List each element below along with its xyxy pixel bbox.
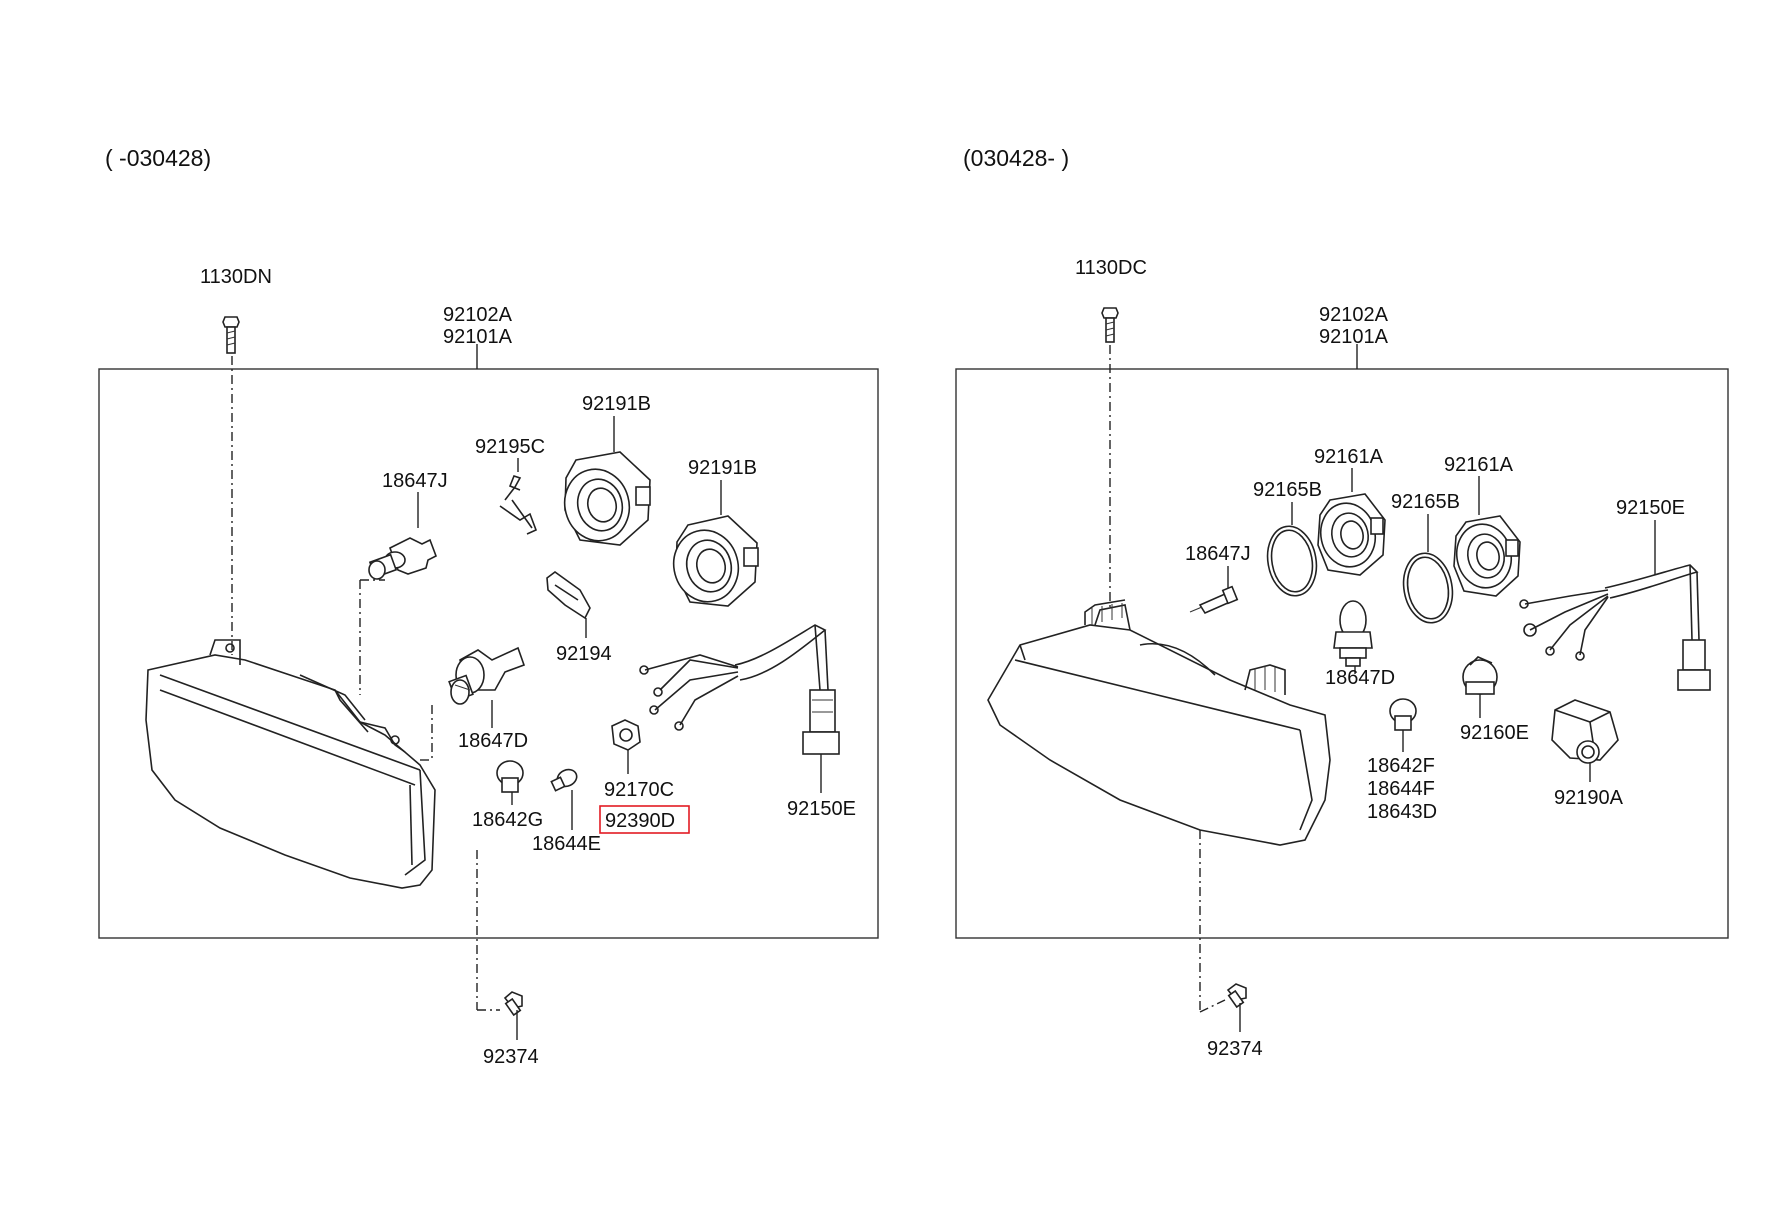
- left-label-1130DN[interactable]: 1130DN: [200, 266, 272, 288]
- left-label-92195C[interactable]: 92195C: [475, 436, 545, 458]
- right-headlamp-housing: [987, 599, 1331, 846]
- right-panel: (030428- ) 92102A 92101A 1130DC: [955, 145, 1729, 1060]
- bulb-icon: [1389, 698, 1417, 731]
- right-panel-title: (030428- ): [963, 145, 1069, 171]
- screw-icon: [503, 991, 523, 1017]
- lamp-socket-icon: [1453, 515, 1521, 597]
- right-label-18642F[interactable]: 18642F: [1367, 755, 1435, 777]
- bulb-icon: [1189, 585, 1239, 615]
- left-label-92170C[interactable]: 92170C: [604, 779, 674, 801]
- bulb-icon: [496, 760, 524, 793]
- clip-icon: [546, 571, 591, 620]
- o-ring-icon: [1402, 552, 1454, 624]
- right-label-1130DC[interactable]: 1130DC: [1075, 257, 1147, 279]
- left-label-18642G[interactable]: 18642G: [472, 809, 543, 831]
- screw-icon: [1226, 983, 1247, 1009]
- left-panel: ( -030428) 92102A 92101A 1130DN: [98, 145, 879, 1068]
- left-label-92191B-1[interactable]: 92191B: [582, 393, 651, 415]
- right-label-92190A[interactable]: 92190A: [1554, 787, 1624, 809]
- bolt-icon: [1101, 307, 1119, 343]
- wiring-harness-icon: [639, 624, 840, 755]
- highlight-box: [599, 805, 690, 834]
- right-label-18643D[interactable]: 18643D: [1367, 801, 1437, 823]
- lamp-socket-icon: [1317, 493, 1386, 576]
- left-label-18647J[interactable]: 18647J: [382, 470, 448, 492]
- bulb-icon: [550, 768, 578, 792]
- right-label-92150E[interactable]: 92150E: [1616, 497, 1685, 519]
- bulb-holder-icon: [1462, 656, 1498, 695]
- right-label-18644F[interactable]: 18644F: [1367, 778, 1435, 800]
- left-label-18647D[interactable]: 18647D: [458, 730, 528, 752]
- left-label-92102A[interactable]: 92102A: [443, 304, 513, 326]
- bolt-icon: [222, 316, 240, 354]
- bulb-icon: [448, 646, 526, 705]
- right-label-92161A-2[interactable]: 92161A: [1444, 454, 1514, 476]
- right-label-92165B-2[interactable]: 92165B: [1391, 491, 1460, 513]
- left-label-92150E[interactable]: 92150E: [787, 798, 856, 820]
- o-ring-icon: [1266, 525, 1318, 597]
- left-assembly-box: [98, 368, 879, 939]
- right-label-92165B-1[interactable]: 92165B: [1253, 479, 1322, 501]
- right-label-92161A-1[interactable]: 92161A: [1314, 446, 1384, 468]
- left-label-92374[interactable]: 92374: [483, 1046, 539, 1068]
- actuator-icon: [1551, 699, 1619, 764]
- right-label-92102A[interactable]: 92102A: [1319, 304, 1389, 326]
- right-label-92160E[interactable]: 92160E: [1460, 722, 1529, 744]
- right-assembly-box: [955, 368, 1729, 939]
- right-label-92374[interactable]: 92374: [1207, 1038, 1263, 1060]
- bulb-holder-icon: [611, 719, 641, 751]
- right-label-18647D[interactable]: 18647D: [1325, 667, 1395, 689]
- bulb-icon: [1333, 600, 1373, 667]
- wiring-harness-icon: [1519, 564, 1711, 691]
- spring-clip-icon: [499, 475, 538, 535]
- left-label-92390D-highlighted[interactable]: 92390D: [605, 810, 675, 832]
- left-label-92194[interactable]: 92194: [556, 643, 612, 665]
- left-label-18644E[interactable]: 18644E: [532, 833, 601, 855]
- right-label-92101A[interactable]: 92101A: [1319, 326, 1389, 348]
- left-panel-title: ( -030428): [105, 145, 211, 171]
- left-headlamp-housing: [145, 639, 436, 889]
- right-label-18647J[interactable]: 18647J: [1185, 543, 1251, 565]
- lamp-socket-icon: [672, 515, 759, 607]
- left-label-92101A[interactable]: 92101A: [443, 326, 513, 348]
- bulb-icon: [368, 537, 438, 580]
- left-label-92191B-2[interactable]: 92191B: [688, 457, 757, 479]
- lamp-socket-icon: [563, 451, 651, 546]
